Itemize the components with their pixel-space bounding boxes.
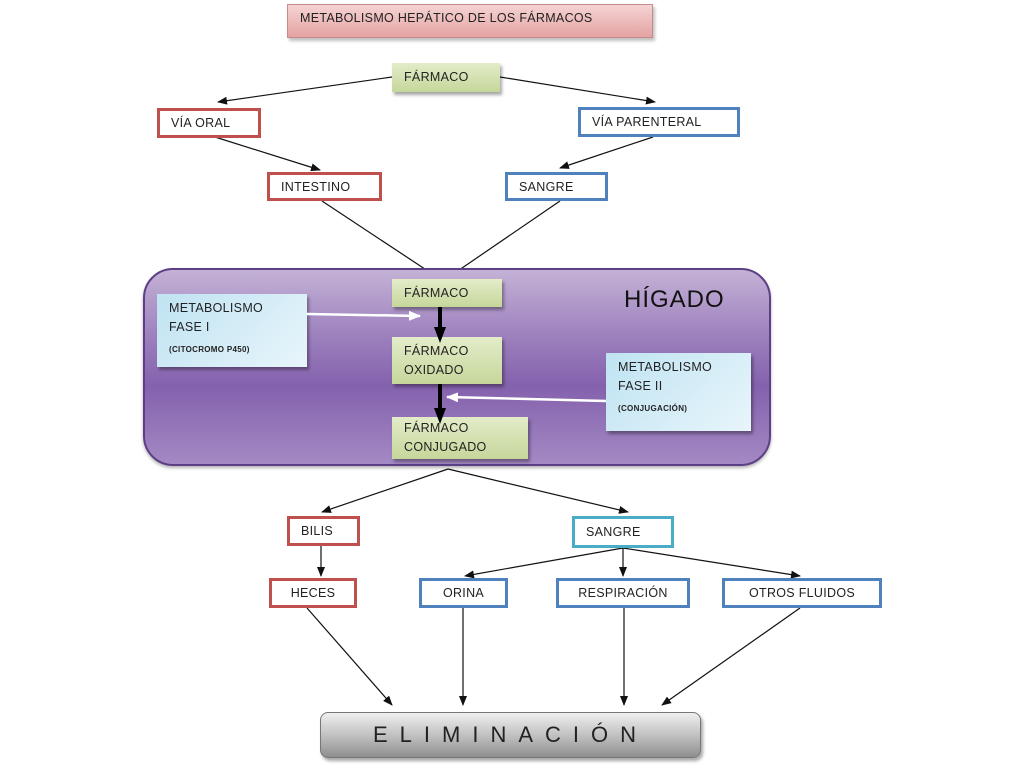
node-farmaco-top: FÁRMACO <box>392 63 500 92</box>
node-orina: ORINA <box>419 578 508 608</box>
arrow-heces-eliminacion <box>306 607 393 706</box>
arrow-sangre-farmaco-liver <box>445 200 561 280</box>
liver-label: HÍGADO <box>624 286 725 313</box>
node-via-oral: VÍA ORAL <box>157 108 261 138</box>
arrow-sangre-otros-fluidos <box>622 547 801 579</box>
node-metabolismo-fase-1: METABOLISMO FASE I (CITOCROMO P450) <box>157 294 307 367</box>
node-bilis: BILIS <box>287 516 360 546</box>
farmaco-oxidado-line2: OXIDADO <box>404 362 464 377</box>
node-farmaco-oxidado: FÁRMACO OXIDADO <box>392 337 502 384</box>
arrow-liver-sangre <box>447 468 629 514</box>
node-sangre-top: SANGRE <box>505 172 608 201</box>
fase1-line2: FASE I <box>169 320 210 334</box>
node-respiracion: RESPIRACIÓN <box>556 578 690 608</box>
fase1-note: (CITOCROMO P450) <box>169 345 250 354</box>
node-otros-fluidos: OTROS FLUIDOS <box>722 578 882 608</box>
node-via-parenteral: VÍA PARENTERAL <box>578 107 740 137</box>
farmaco-conjugado-line1: FÁRMACO <box>404 421 469 435</box>
node-intestino: INTESTINO <box>267 172 382 201</box>
fase2-line1: METABOLISMO <box>618 360 713 374</box>
arrow-otros-eliminacion <box>661 607 801 706</box>
arrow-farmaco-via-parenteral <box>499 76 656 105</box>
node-heces: HECES <box>269 578 357 608</box>
farmaco-conjugado-line2: CONJUGADO <box>404 440 487 454</box>
arrow-intestino-farmaco-liver <box>321 200 441 280</box>
arrow-fase2-oxidado <box>446 392 607 403</box>
arrow-liver-bilis <box>321 468 449 513</box>
node-farmaco-conjugado: FÁRMACO CONJUGADO <box>392 417 528 459</box>
arrow-via-parenteral-sangre <box>559 136 654 169</box>
node-farmaco-liver: FÁRMACO <box>392 279 502 307</box>
node-sangre-bottom: SANGRE <box>572 516 674 548</box>
node-eliminacion: ELIMINACIÓN <box>320 712 701 758</box>
arrow-farmaco-via-oral <box>217 76 393 105</box>
arrow-via-oral-intestino <box>214 136 321 172</box>
fase1-line1: METABOLISMO <box>169 301 264 315</box>
diagram-title: METABOLISMO HEPÁTICO DE LOS FÁRMACOS <box>287 4 653 38</box>
fase2-note: (CONJUGACIÓN) <box>618 404 688 413</box>
fase2-line2: FASE II <box>618 379 663 393</box>
arrow-sangre-orina <box>464 547 624 579</box>
farmaco-oxidado-line1: FÁRMACO <box>404 343 469 358</box>
arrow-fase1-farmaco <box>306 310 421 321</box>
node-metabolismo-fase-2: METABOLISMO FASE II (CONJUGACIÓN) <box>606 353 751 431</box>
